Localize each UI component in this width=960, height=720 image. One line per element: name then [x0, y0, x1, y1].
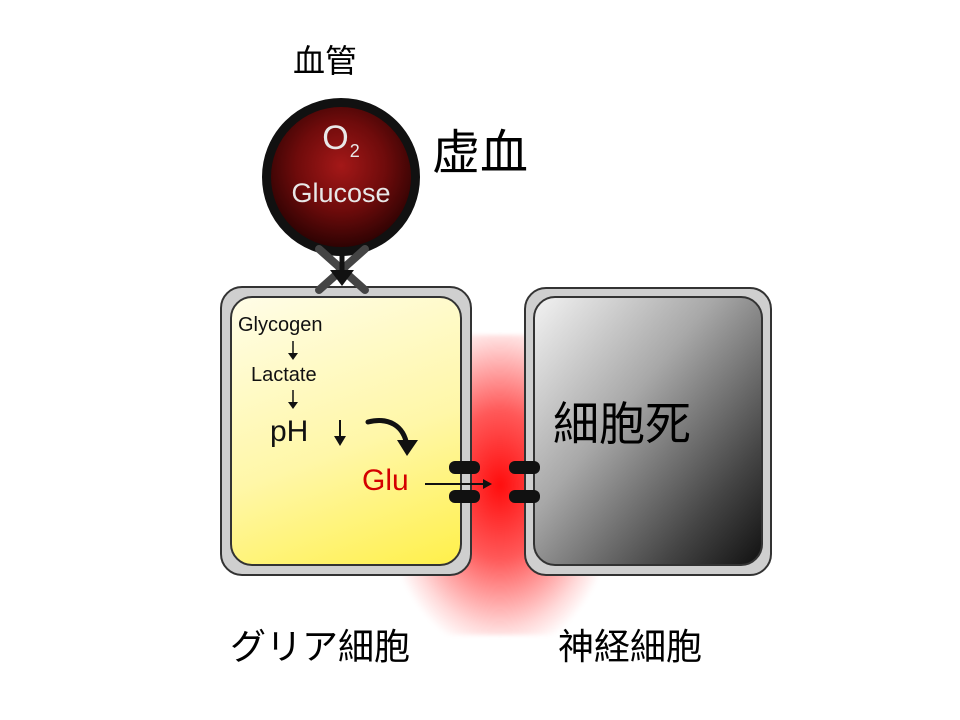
ph-label: pH	[270, 415, 309, 448]
glutamate-release-arrow-icon	[425, 479, 492, 489]
glycogen-to-lactate-arrow-icon	[288, 341, 298, 360]
neuron-label: 神経細胞	[558, 627, 703, 668]
ph-down-arrow-icon	[334, 420, 346, 446]
lactate-label: Lactate	[251, 364, 317, 386]
neuron-cell	[533, 296, 763, 566]
blood-vessel-label: 血管	[293, 42, 358, 80]
glycogen-label: Glycogen	[238, 314, 323, 336]
oxygen-main-label: O	[322, 119, 349, 157]
lactate-to-ph-arrow-icon	[288, 390, 298, 409]
glucose-label: Glucose	[291, 178, 391, 208]
supply-arrow-icon	[330, 250, 354, 286]
glial-cell-label: グリア細胞	[230, 627, 411, 668]
oxygen-subscript: 2	[349, 141, 360, 161]
curved-arrow-icon	[365, 418, 418, 456]
oxygen-label: O2	[262, 119, 420, 162]
receptor-icon	[449, 461, 540, 503]
glutamate-label: Glu	[362, 464, 409, 497]
glial-cell	[230, 296, 462, 566]
ischemia-label: 虚血	[432, 125, 529, 181]
cell-death-label: 細胞死	[553, 397, 691, 451]
